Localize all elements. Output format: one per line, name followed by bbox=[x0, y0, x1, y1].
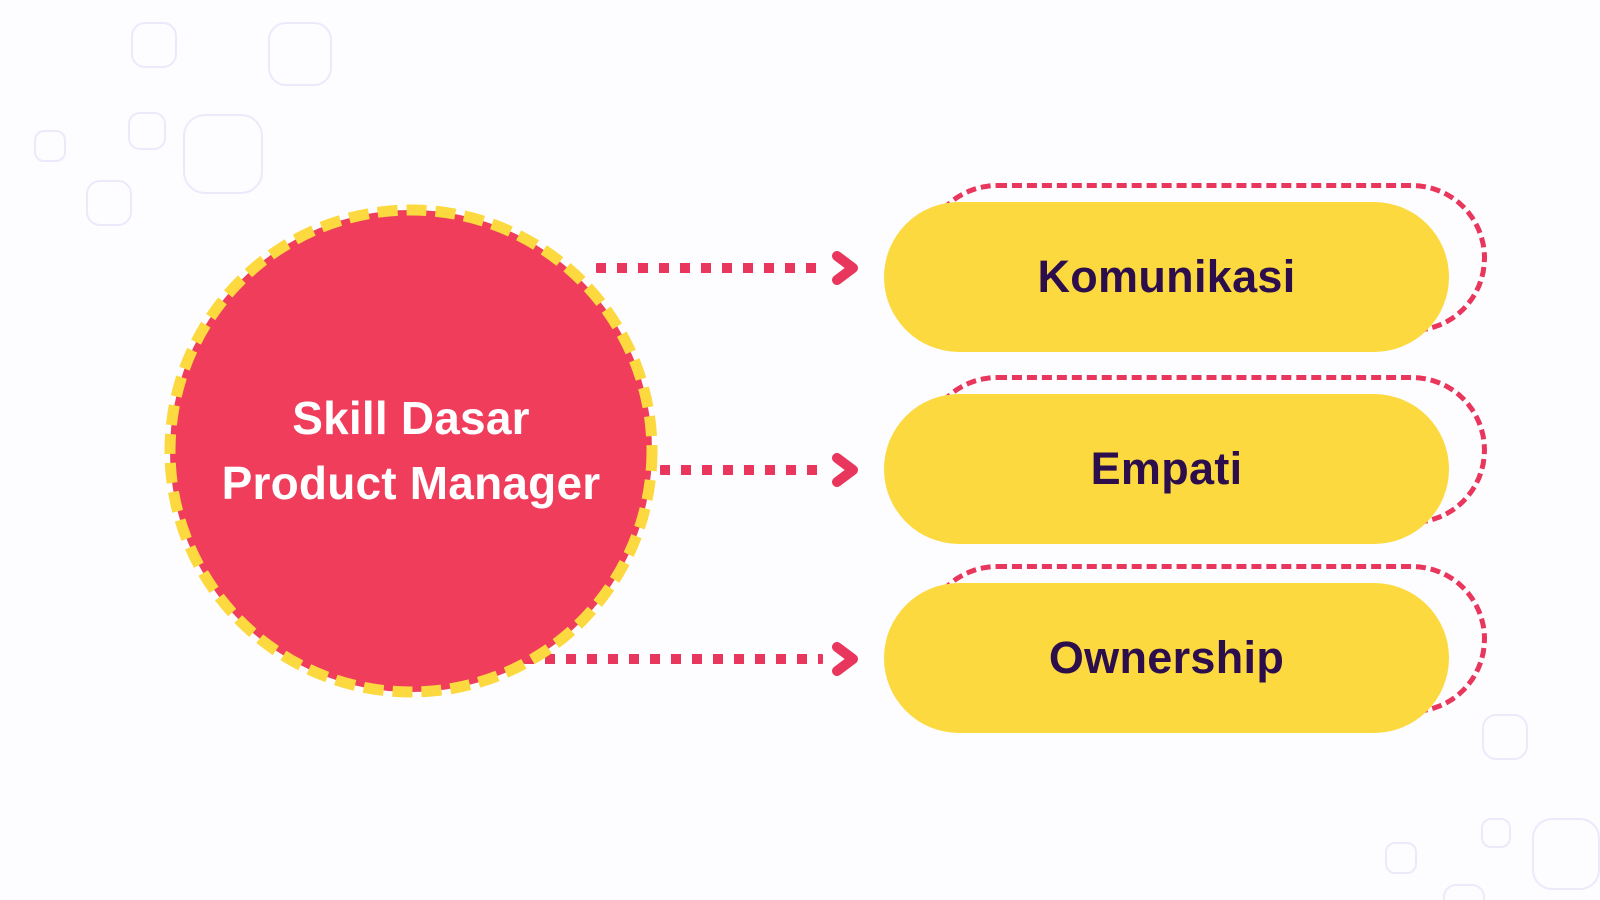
hub-label-line1: Skill Dasar bbox=[292, 392, 530, 445]
decor-square bbox=[128, 112, 166, 150]
connector-dotted-line bbox=[596, 263, 823, 273]
node-komunikasi[interactable]: Komunikasi bbox=[884, 183, 1487, 352]
connector-to-empati bbox=[660, 450, 861, 490]
decor-square bbox=[131, 22, 177, 68]
node-pill[interactable]: Ownership bbox=[884, 583, 1449, 733]
hub-label: Skill Dasar Product Manager bbox=[162, 202, 660, 700]
decor-square bbox=[183, 114, 263, 194]
node-label: Komunikasi bbox=[1037, 251, 1296, 302]
decor-square bbox=[1385, 842, 1417, 874]
connector-dotted-line bbox=[524, 654, 823, 664]
arrowhead-icon bbox=[832, 251, 858, 285]
connector-to-komunikasi bbox=[596, 248, 861, 288]
node-label: Ownership bbox=[1048, 632, 1285, 683]
arrowhead-icon bbox=[832, 642, 858, 676]
node-ownership[interactable]: Ownership bbox=[884, 564, 1487, 733]
hub-circle-shape bbox=[164, 204, 658, 698]
node-empati[interactable]: Empati bbox=[884, 375, 1487, 544]
decor-square bbox=[86, 180, 132, 226]
decor-square bbox=[1482, 714, 1528, 760]
node-label: Empati bbox=[1090, 443, 1243, 494]
connector-to-ownership bbox=[524, 639, 861, 679]
arrowhead-icon bbox=[832, 453, 858, 487]
node-pill[interactable]: Komunikasi bbox=[884, 202, 1449, 352]
decor-square bbox=[1532, 818, 1600, 890]
decor-square bbox=[1443, 884, 1485, 900]
hub-label-line2: Product Manager bbox=[221, 457, 601, 509]
hub-node[interactable]: Skill Dasar Product Manager bbox=[162, 202, 660, 700]
decor-square bbox=[34, 130, 66, 162]
connector-dotted-line bbox=[660, 465, 823, 475]
decor-square bbox=[268, 22, 332, 86]
decor-square bbox=[1481, 818, 1511, 848]
node-pill[interactable]: Empati bbox=[884, 394, 1449, 544]
